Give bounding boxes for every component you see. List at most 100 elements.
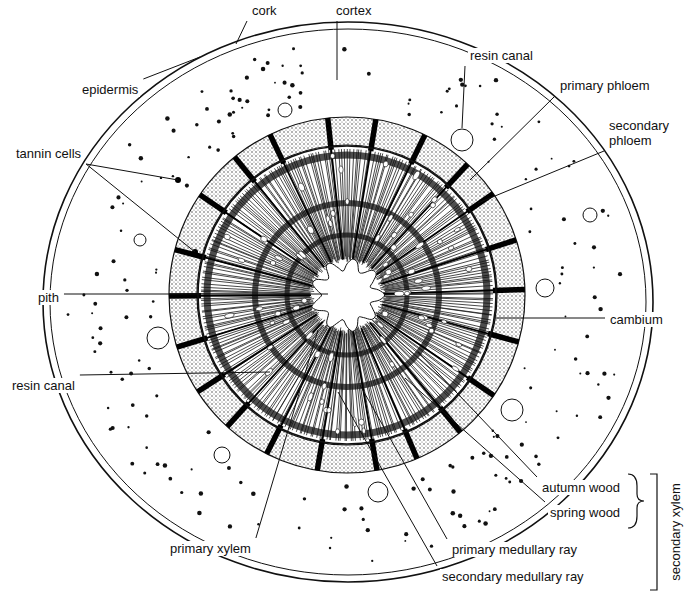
cortex-dot <box>602 372 606 376</box>
cortex-dot <box>155 268 157 270</box>
xylem-canal <box>431 196 439 204</box>
xylem-canal <box>298 250 308 259</box>
cortex-dot <box>493 138 496 141</box>
cortex-dot <box>565 316 567 318</box>
leader-line <box>256 330 318 538</box>
cortex-dot <box>495 112 498 115</box>
leader-line <box>64 294 328 295</box>
xylem-canal <box>345 199 349 205</box>
cortex-dot <box>408 103 410 105</box>
cortex-dot <box>232 135 235 138</box>
cortex-dot <box>562 217 566 221</box>
resin-canal <box>147 327 169 349</box>
cortex-dot <box>483 521 488 526</box>
ray-bar <box>486 240 516 250</box>
part-label: spring wood <box>548 505 622 520</box>
xylem-canal <box>425 322 433 328</box>
xylem-canal <box>390 231 397 239</box>
ray-bar <box>227 403 249 427</box>
cortex-dot <box>268 108 271 111</box>
cortex-dot <box>131 403 135 407</box>
cortex-dot <box>208 146 211 149</box>
xylem-canal <box>379 335 388 345</box>
cortex-dot <box>266 113 270 117</box>
leader-line <box>143 57 200 79</box>
cortex-dot <box>299 64 302 67</box>
cortex-dot <box>163 463 167 467</box>
resin-canal <box>501 399 523 421</box>
cortex-dot <box>525 178 527 180</box>
cortex-dot <box>404 540 406 542</box>
resin-canal <box>134 234 146 246</box>
xylem-canal <box>269 320 275 325</box>
xylem-canal <box>414 278 423 284</box>
part-label: cortex <box>334 3 373 18</box>
ray-bar <box>177 338 208 347</box>
xylem-canal <box>292 305 300 311</box>
cortex-dot <box>561 266 564 269</box>
ray-bar <box>446 164 468 188</box>
xylem-canal <box>437 238 444 244</box>
xylem-canal <box>389 361 396 368</box>
ray-line <box>247 322 323 406</box>
cortex-dot <box>606 396 610 400</box>
cortex-dot <box>494 474 497 477</box>
leader-line <box>418 352 537 477</box>
leader-line <box>470 96 555 180</box>
cortex-dot <box>505 455 509 459</box>
cortex-dot <box>172 129 176 133</box>
resin-canal <box>536 279 554 297</box>
cortex-dot <box>148 367 151 370</box>
cortex-dot <box>493 507 497 511</box>
ray-bar <box>493 287 525 293</box>
epidermis-outline <box>43 22 653 582</box>
xylem-canal <box>381 310 389 318</box>
cortex-dot <box>185 184 189 188</box>
xylem-canal <box>274 254 284 261</box>
ray-bar <box>467 194 493 212</box>
cortex-dot <box>344 484 348 488</box>
cortex-dot <box>494 78 498 82</box>
cortex-dot <box>205 107 209 111</box>
ray-line <box>381 249 488 284</box>
leader-line <box>337 21 338 80</box>
ray-line <box>205 306 313 339</box>
part-label: secondary medullary ray <box>440 569 586 584</box>
cortex-dot <box>201 90 204 93</box>
cortex-dot <box>143 471 146 474</box>
cortex-dot <box>529 386 532 389</box>
xylem-canal <box>328 352 335 362</box>
cortex-dot <box>145 414 148 417</box>
ray-bar <box>198 374 225 391</box>
cortex-dot <box>301 71 304 74</box>
xylem-canal <box>223 233 231 240</box>
cortex-dot <box>216 148 220 152</box>
xylem-canal <box>382 261 389 268</box>
resin-canal <box>278 103 292 117</box>
ray-bar <box>267 425 281 454</box>
ray-line <box>377 210 470 274</box>
xylem-canal <box>301 298 307 303</box>
cortex-dot <box>489 510 491 512</box>
part-label: resin canal <box>10 378 77 393</box>
part-label: secondary phloem <box>607 118 691 148</box>
leader-line <box>478 151 604 203</box>
cortex-dot <box>298 527 301 530</box>
xylem-canal <box>376 321 384 329</box>
ray-line <box>363 161 412 263</box>
xylem-canal <box>224 313 234 319</box>
cortex-dot <box>478 520 481 523</box>
cortex-dot <box>187 156 189 158</box>
ray-line <box>222 315 317 376</box>
xylem-canal <box>454 227 462 233</box>
xylem-canal <box>418 315 426 321</box>
cortex-dot <box>572 160 575 163</box>
cortex-dot <box>598 307 602 311</box>
leader-line <box>86 164 178 180</box>
cortex-dot <box>554 349 556 351</box>
cortex-dot <box>125 289 128 292</box>
cortex-dot <box>448 87 451 90</box>
cortex-dot <box>93 302 97 306</box>
cortex-dot <box>557 436 560 439</box>
cortex-dot <box>371 560 373 562</box>
